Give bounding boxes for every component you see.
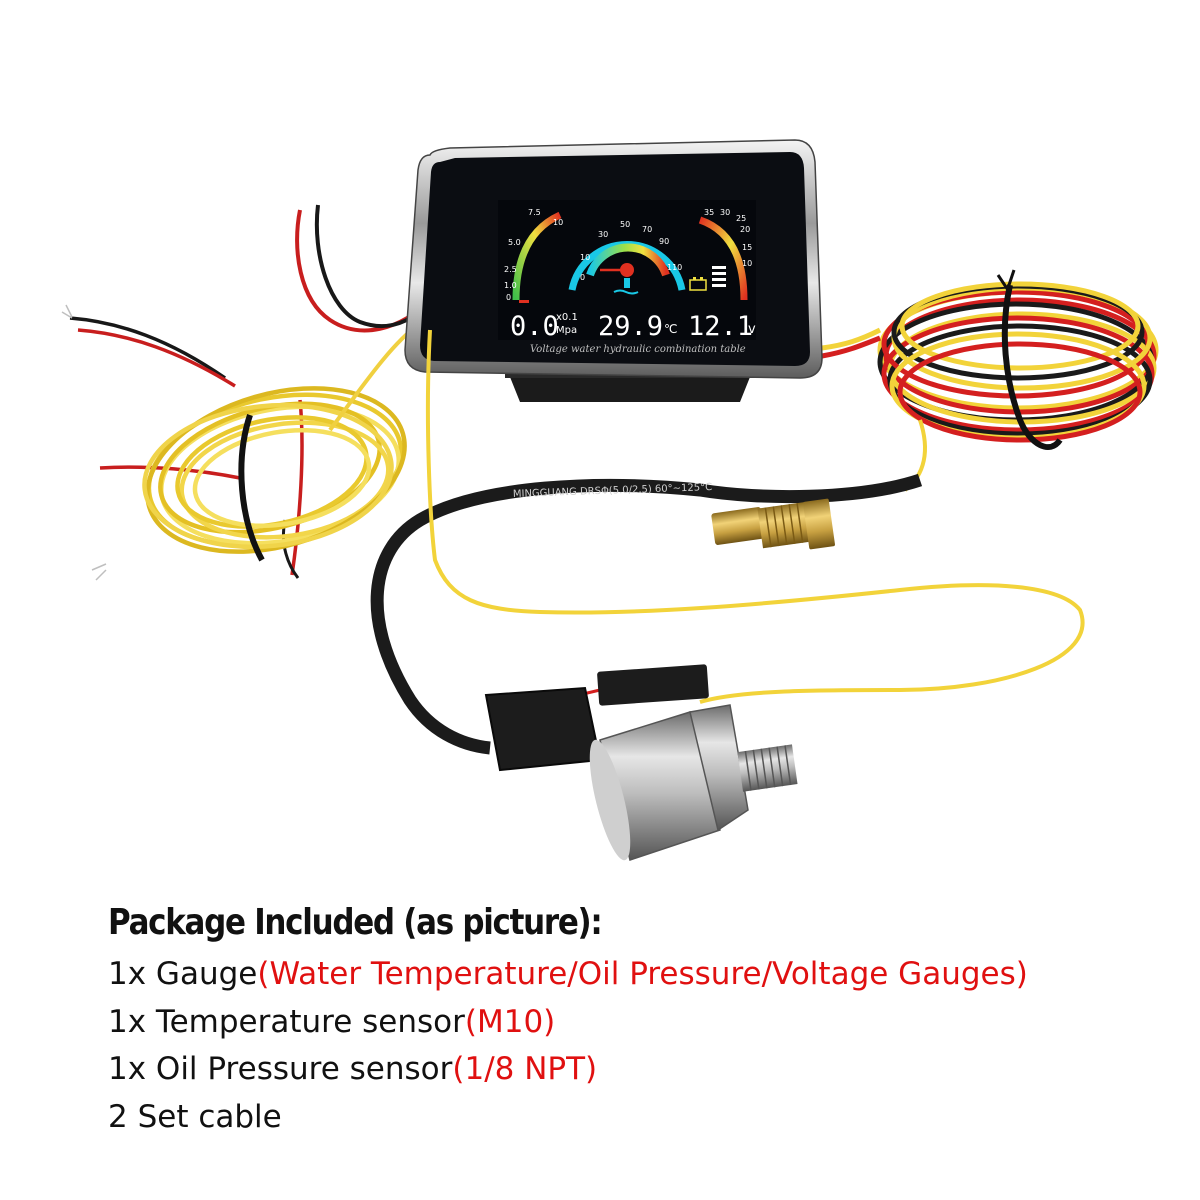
level-bars-icon: [712, 266, 726, 287]
voltage-readout: 12.1: [688, 311, 753, 342]
battery-icon: [689, 277, 707, 291]
temperature-unit: ℃: [664, 322, 677, 336]
volt-tick-label: 15: [742, 243, 752, 252]
temperature-readout: 29.9: [598, 311, 663, 342]
volt-tick-label: 35: [704, 208, 714, 217]
package-item-gauge: 1x Gauge(Water Temperature/Oil Pressure/…: [108, 951, 1188, 999]
pressure-tick-label: 10: [553, 218, 563, 227]
volt-tick-label: 30: [720, 208, 730, 217]
temp-tick-label: 0: [580, 273, 585, 282]
package-title: Package Included (as picture):: [108, 902, 603, 943]
pressure-tick-label: 5.0: [508, 238, 521, 247]
bezel-label: Voltage water hydraulic combination tabl…: [530, 344, 746, 355]
temperature-sensor: [711, 498, 835, 550]
left-wire-bundle: [61, 204, 442, 581]
package-item-detail: (1/8 NPT): [452, 1051, 598, 1087]
oil-can-icon: [519, 300, 529, 303]
gauge-display: 7.5 10 5.0 2.5 1.0 0 30 50 70 90 110 10 …: [404, 139, 823, 402]
product-photo: 7.5 10 5.0 2.5 1.0 0 30 50 70 90 110 10 …: [61, 139, 1159, 861]
temp-tick-label: 70: [642, 225, 652, 234]
pressure-tick-label: 1.0: [504, 281, 517, 290]
package-item-temperature-sensor: 1x Temperature sensor(M10): [108, 999, 1188, 1047]
temp-tick-label: 10: [580, 253, 590, 262]
package-item-text: 1x Gauge: [108, 956, 258, 992]
pressure-tick-label: 7.5: [528, 208, 541, 217]
package-item-detail: (M10): [464, 1003, 556, 1040]
temp-tick-label: 110: [667, 263, 682, 272]
volt-tick-label: 25: [736, 214, 746, 223]
pressure-tick-label: 2.5: [504, 265, 517, 274]
volt-tick-label: 10: [742, 259, 752, 268]
package-item-cable: 2 Set cable: [108, 1094, 1188, 1142]
right-wire-coil: [821, 269, 1159, 492]
package-item-text: 1x Temperature sensor: [108, 1003, 465, 1040]
temp-tick-label: 30: [598, 230, 608, 239]
oil-pressure-sensor: [484, 664, 798, 861]
package-item-pressure-sensor: 1x Oil Pressure sensor(1/8 NPT): [108, 1046, 1188, 1094]
package-caption: Package Included (as picture): 1x Gauge(…: [108, 895, 1188, 1141]
package-item-detail: (Water Temperature/Oil Pressure/Voltage …: [257, 956, 1028, 992]
pressure-tick-label: 0: [506, 293, 511, 302]
temp-tick-label: 90: [659, 237, 669, 246]
volt-tick-label: 20: [740, 225, 750, 234]
pressure-readout: 0.0: [510, 311, 559, 342]
pressure-unit: Mpa: [556, 325, 577, 336]
voltage-unit: v: [748, 322, 756, 337]
pressure-unit-multiplier: x0.1: [556, 312, 578, 323]
package-item-text: 2 Set cable: [108, 1098, 282, 1135]
package-item-text: 1x Oil Pressure sensor: [108, 1051, 453, 1087]
coolant-icon: [613, 278, 639, 295]
temp-tick-label: 50: [620, 220, 630, 229]
